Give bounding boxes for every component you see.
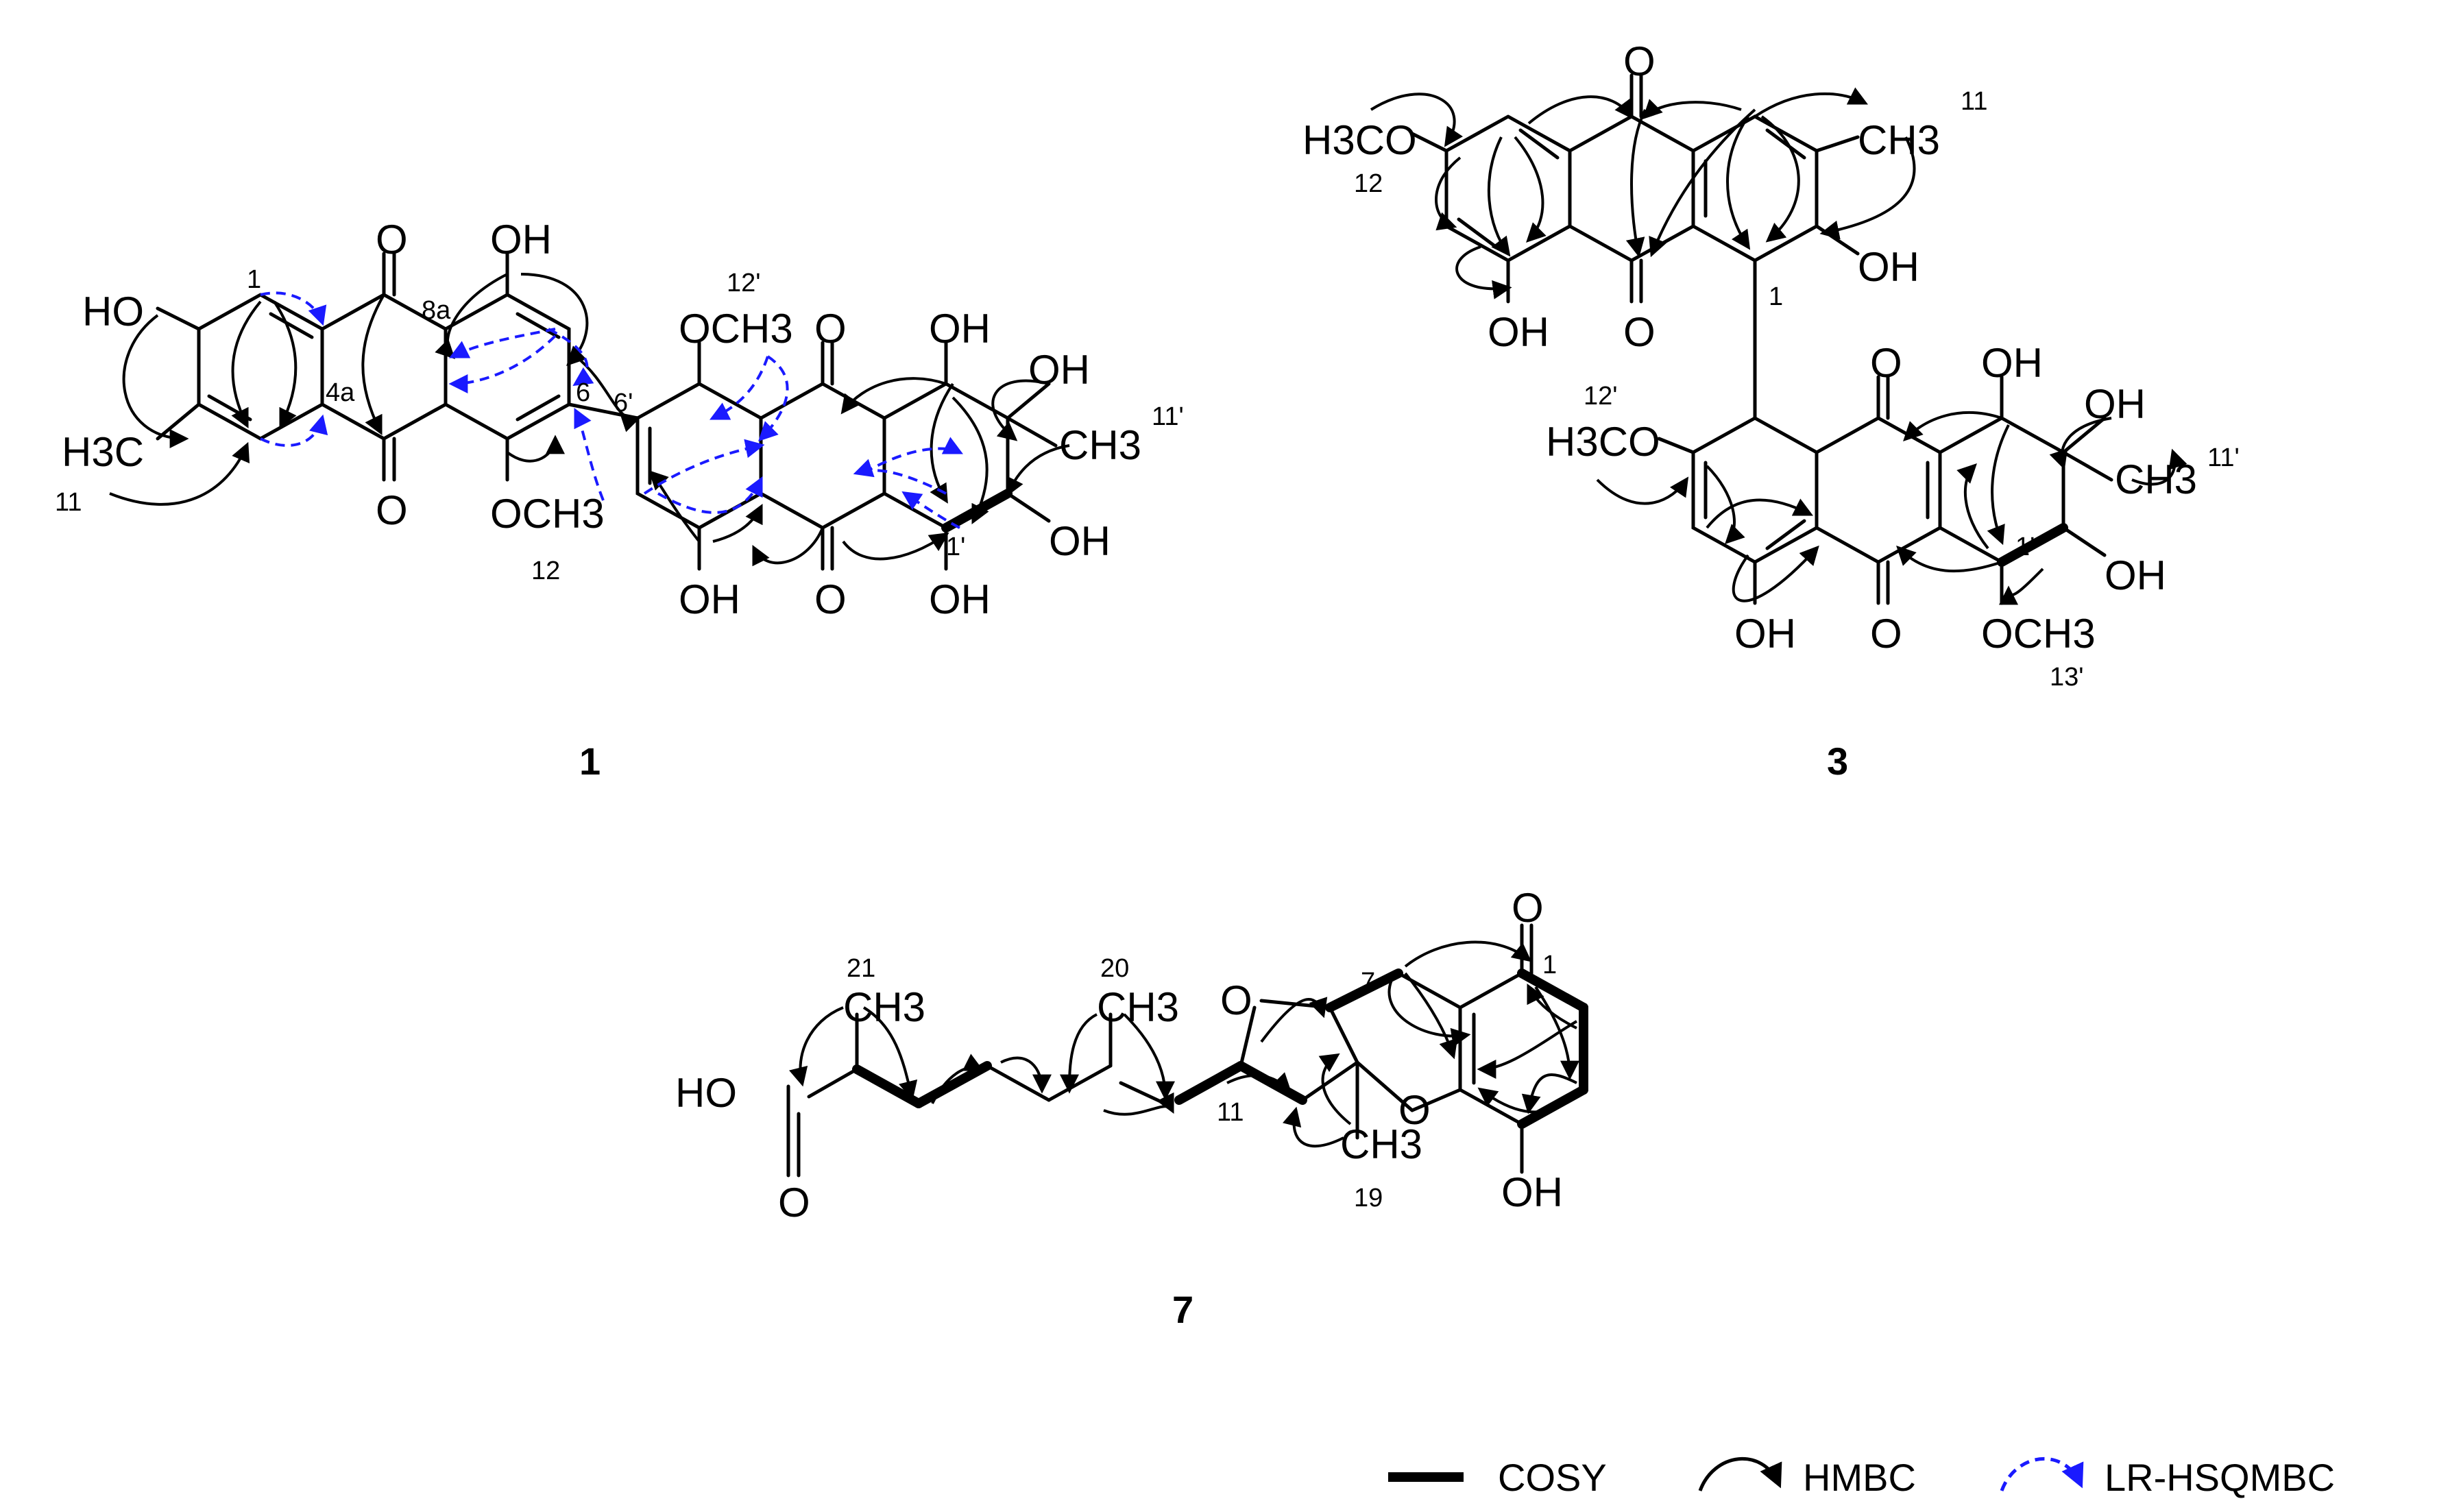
compound-1-locants: 1 4a 8a 6 11 12 12' 6' 1' 11' [55, 265, 1184, 585]
atom-label: O [1870, 611, 1902, 657]
locant-label: 8a [422, 296, 451, 325]
atom-label: OCH3 [1981, 611, 2096, 657]
atom-label: OH [1734, 611, 1796, 657]
locant-label: 13' [2050, 663, 2084, 692]
locant-label: 12 [531, 557, 560, 585]
legend-cosy-label: COSY [1498, 1456, 1607, 1499]
atom-label: CH3 [1097, 984, 1179, 1030]
atom-label: O [1220, 977, 1252, 1023]
compound-number: 1 [579, 740, 601, 783]
atom-label: OH [1501, 1169, 1563, 1215]
atom-label: OH [1028, 347, 1090, 393]
legend-hmbc-label: HMBC [1803, 1456, 1916, 1499]
atom-label: OH [929, 306, 991, 352]
locant-label: 11 [1217, 1098, 1244, 1127]
legend: COSY HMBC LR-HSQMBC [1388, 1456, 2335, 1499]
atom-label: O [376, 487, 408, 533]
locant-label: 1 [247, 265, 261, 294]
atom-label: OH [490, 217, 552, 263]
atom-label: OCH3 [679, 306, 793, 352]
compound-7-bonds [786, 923, 1586, 1178]
compound-1: HO H3C O O OH OCH3 OCH3 OH O O OH OH CH3… [55, 217, 1184, 783]
atom-label: O [814, 306, 847, 352]
locant-label: 12 [1354, 169, 1383, 198]
atom-label: O [376, 217, 408, 263]
compound-number: 3 [1827, 740, 1848, 783]
compound-3-cosy-bond [1997, 523, 2068, 567]
compound-7-atom-labels: O HO O CH3 CH3 O CH3 O OH [675, 885, 1563, 1226]
atom-label: O [814, 576, 847, 622]
locant-label: 12' [1584, 382, 1618, 411]
compound-7-hmbc-arrows [788, 940, 1579, 1148]
locant-label: 4a [326, 378, 355, 407]
compound-7: O HO O CH3 CH3 O CH3 O OH 21 20 7 1 11 1… [675, 885, 1588, 1331]
compound-1-atom-labels: HO H3C O O OH OCH3 OCH3 OH O O OH OH CH3… [62, 217, 1141, 622]
legend-hmbc-swatch [1698, 1457, 1782, 1491]
locant-label: 11 [55, 488, 82, 517]
atom-label: O [1870, 340, 1902, 386]
compound-1-lr-hsqmbc-arrows [260, 291, 964, 529]
atom-label: CH3 [1059, 422, 1141, 468]
atom-label: OH [1858, 244, 1919, 290]
atom-label: O [1398, 1087, 1431, 1133]
locant-label: 1' [946, 533, 965, 561]
compound-number: 7 [1172, 1288, 1193, 1331]
atom-label: OH [1981, 340, 2043, 386]
atom-label: HO [675, 1070, 737, 1116]
compound-1-hmbc-arrows [109, 273, 1070, 567]
locant-label: 12' [727, 269, 761, 297]
locant-label: 20 [1100, 954, 1129, 983]
atom-label: H3C [62, 429, 144, 475]
compound-3-atom-labels: O O H3CO CH3 OH OH O O OH OH CH3 OH OCH3… [1302, 38, 2197, 657]
locant-label: 1 [1769, 282, 1783, 311]
atom-label: OH [679, 576, 740, 622]
locant-label: 19 [1354, 1184, 1383, 1212]
locant-label: 1' [2015, 533, 2035, 561]
locant-label: 21 [847, 954, 875, 983]
locant-label: 11' [1152, 402, 1184, 431]
locant-label: 6 [576, 378, 590, 407]
locant-label: 6' [614, 389, 633, 417]
compound-1-bonds [156, 252, 1058, 571]
locant-label: 7 [1361, 968, 1375, 997]
atom-label: O [1512, 885, 1544, 931]
atom-label: OH [2084, 381, 2146, 427]
compound-3: O O H3CO CH3 OH OH O O OH OH CH3 OH OCH3… [1302, 38, 2240, 783]
atom-label: CH3 [2115, 456, 2197, 502]
atom-label: CH3 [1340, 1121, 1422, 1167]
atom-label: O [778, 1180, 810, 1226]
locant-label: 11' [2207, 443, 2240, 472]
locant-label: 1 [1542, 951, 1557, 979]
compound-7-locants: 21 20 7 1 11 19 [847, 951, 1557, 1212]
atom-label: OH [1049, 518, 1111, 564]
atom-label: OCH3 [490, 491, 605, 537]
locant-label: 11 [1961, 87, 1987, 116]
atom-label: O [1623, 309, 1656, 355]
atom-label: CH3 [1858, 117, 1940, 163]
legend-lr-hsqmbc-label: LR-HSQMBC [2105, 1456, 2335, 1499]
atom-label: HO [82, 289, 144, 334]
atom-label: H3CO [1546, 419, 1660, 465]
legend-lr-hsqmbc-swatch [2000, 1457, 2084, 1491]
atom-label: OH [2105, 552, 2166, 598]
compound-3-locants: 11 12 1 12' 1' 11' 13' [1354, 87, 2240, 692]
compound-3-hmbc-arrows [1370, 87, 2187, 605]
atom-label: OH [1488, 309, 1549, 355]
atom-label: CH3 [843, 984, 925, 1030]
atom-label: O [1623, 38, 1656, 84]
atom-label: H3CO [1302, 117, 1417, 163]
atom-label: OH [929, 576, 991, 622]
